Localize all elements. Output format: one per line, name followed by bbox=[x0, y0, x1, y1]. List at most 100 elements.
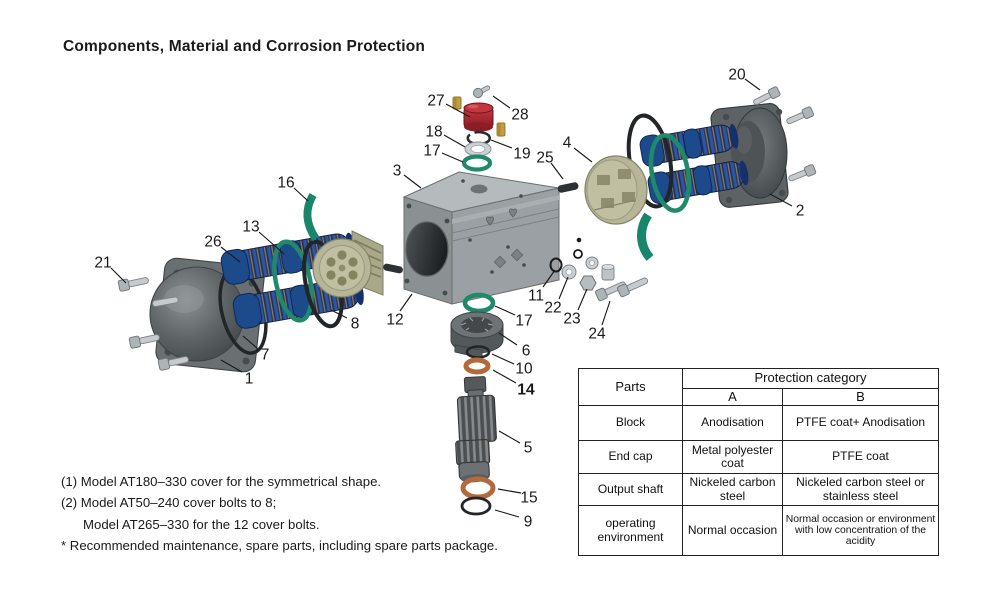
callout-line-1 bbox=[220, 359, 243, 373]
callout-16: 16 bbox=[277, 175, 294, 192]
output-shaft-5 bbox=[455, 376, 497, 483]
table-row-outputshaft: Output shaft Nickeled carbon steel Nicke… bbox=[578, 473, 940, 506]
bolts-24 bbox=[595, 277, 649, 302]
callout-27: 27 bbox=[427, 93, 444, 110]
callout-line-27 bbox=[445, 103, 471, 118]
callout-line-8 bbox=[330, 309, 348, 319]
protection-table: Parts Protection category A B Block Anod… bbox=[578, 368, 940, 556]
callout-25: 25 bbox=[536, 150, 553, 167]
callout-19: 19 bbox=[513, 146, 530, 163]
callout-line-10 bbox=[491, 353, 515, 365]
callout-2: 2 bbox=[796, 203, 805, 220]
brass-key-right bbox=[496, 122, 506, 137]
callout-24: 24 bbox=[588, 326, 606, 343]
callout-line-28 bbox=[492, 95, 511, 109]
callout-line-11 bbox=[542, 269, 556, 288]
cell-a: Metal polyester coat bbox=[682, 440, 783, 474]
callout-line-17 bbox=[441, 152, 464, 163]
cell-b: PTFE coat bbox=[781, 440, 940, 474]
cell-b: Normal occasion or environment with low … bbox=[781, 505, 940, 556]
washer-18 bbox=[464, 141, 492, 157]
actuator-body bbox=[402, 171, 560, 305]
col-header-protection: Protection category bbox=[681, 368, 940, 389]
red-stop-cap-27 bbox=[463, 102, 494, 132]
callout-8: 8 bbox=[351, 316, 360, 333]
cell-b: Nickeled carbon steel or stainless steel bbox=[781, 473, 940, 506]
bushing-23 bbox=[601, 263, 615, 281]
cell-part: Output shaft bbox=[578, 473, 683, 506]
cell-a: Nickeled carbon steel bbox=[682, 473, 783, 506]
left-piston bbox=[312, 230, 384, 298]
callout-line-25 bbox=[550, 162, 564, 180]
washer-22 bbox=[561, 264, 577, 280]
callout-4: 4 bbox=[563, 135, 572, 152]
callout-20: 20 bbox=[728, 67, 746, 84]
callout-line-16 bbox=[293, 187, 309, 202]
callout-23: 23 bbox=[563, 311, 580, 328]
callout-18: 18 bbox=[425, 124, 442, 141]
callout-line-18 bbox=[443, 134, 466, 148]
callout-15: 15 bbox=[520, 490, 537, 507]
callout-9: 9 bbox=[524, 514, 533, 531]
callout-line-14 bbox=[492, 369, 517, 384]
footnotes: (1) Model AT180–330 cover for the symmet… bbox=[61, 471, 498, 556]
table-header-row: Parts Protection category bbox=[578, 368, 940, 406]
right-piston bbox=[584, 155, 648, 225]
callout-11: 11 bbox=[528, 288, 544, 305]
callout-28: 28 bbox=[511, 107, 528, 124]
callout-line-6 bbox=[498, 332, 518, 346]
callout-17: 17 bbox=[515, 313, 532, 330]
callout-line-7 bbox=[242, 335, 259, 350]
callout-line-21 bbox=[110, 267, 127, 284]
callout-line-26 bbox=[220, 246, 241, 263]
callout-line-19 bbox=[490, 139, 513, 149]
callout-line-17 bbox=[494, 305, 516, 316]
callout-22: 22 bbox=[544, 300, 561, 317]
callout-6: 6 bbox=[522, 343, 531, 360]
callout-5: 5 bbox=[524, 440, 533, 457]
callout-line-12 bbox=[399, 293, 413, 312]
nut-23 bbox=[579, 275, 597, 291]
table-row-block: Block Anodisation PTFE coat+ Anodisation bbox=[578, 405, 940, 441]
oring-9 bbox=[460, 496, 492, 516]
cell-b: PTFE coat+ Anodisation bbox=[781, 405, 940, 441]
footnote-2: (2) Model AT50–240 cover bolts to 8; bbox=[61, 495, 277, 511]
callout-1: 1 bbox=[245, 371, 254, 388]
top-screw-28 bbox=[472, 85, 491, 99]
cell-a: Anodisation bbox=[682, 405, 783, 441]
callout-line-13 bbox=[258, 231, 285, 255]
callout-10: 10 bbox=[515, 361, 533, 378]
callout-3: 3 bbox=[393, 163, 402, 180]
cam-bearing-6 bbox=[450, 311, 504, 359]
callout-line-4 bbox=[573, 147, 593, 163]
callout-line-5 bbox=[498, 430, 521, 444]
brass-key-left bbox=[452, 96, 462, 110]
seal-band-right bbox=[637, 212, 654, 261]
oring-13 bbox=[272, 239, 314, 323]
oring-11 bbox=[549, 257, 563, 273]
footnote-recommended: * Recommended maintenance, spare parts, … bbox=[61, 537, 498, 553]
callout-13: 13 bbox=[242, 219, 259, 236]
cell-a: Normal occasion bbox=[682, 505, 783, 556]
cell-part: Block bbox=[578, 405, 683, 441]
oring-17-top bbox=[461, 154, 493, 172]
callout-line-23 bbox=[577, 288, 588, 311]
piston-pin-25 bbox=[557, 182, 579, 193]
callout-line-15 bbox=[497, 488, 522, 494]
col-header-a: A bbox=[682, 388, 783, 406]
callout-line-9 bbox=[494, 509, 520, 518]
table-row-environment: operating environment Normal occasion No… bbox=[578, 505, 940, 556]
piston-pin-left bbox=[383, 263, 403, 274]
cap-stud-bolt bbox=[152, 296, 179, 307]
seal-band-16 bbox=[303, 193, 320, 242]
col-header-parts: Parts bbox=[578, 368, 683, 406]
callout-7: 7 bbox=[261, 347, 270, 364]
left-cap-bolts bbox=[117, 277, 189, 371]
right-cap-bolts bbox=[753, 86, 817, 182]
col-header-b: B bbox=[781, 388, 940, 406]
footnote-2b: Model AT265–330 for the 12 cover bolts. bbox=[83, 516, 320, 532]
callout-line-20 bbox=[744, 78, 761, 91]
small-ring bbox=[573, 249, 583, 259]
callout-line-2 bbox=[769, 193, 793, 207]
